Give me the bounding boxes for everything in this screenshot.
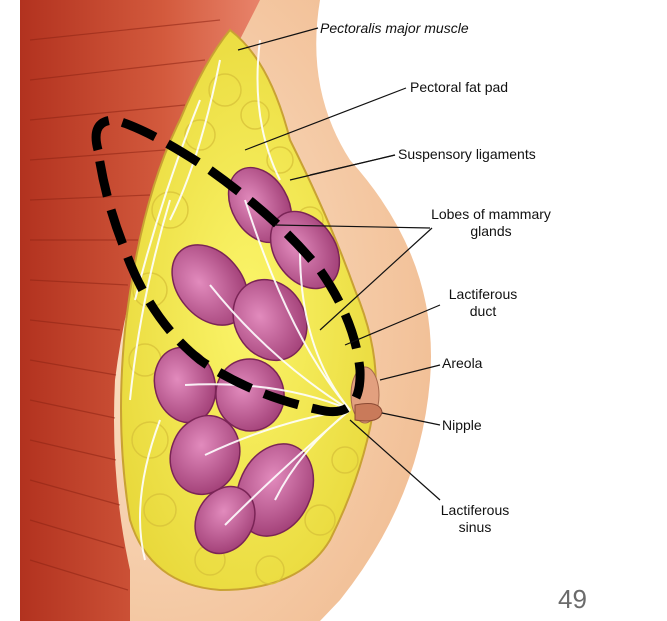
breast-anatomy-figure: Pectoralis major muscle Pectoral fat pad… — [20, 0, 667, 621]
label-pectoral-fat-pad: Pectoral fat pad — [410, 79, 508, 96]
label-areola: Areola — [442, 355, 482, 372]
label-duct-line2: duct — [438, 303, 528, 320]
anatomy-illustration — [20, 0, 667, 621]
label-suspensory-ligaments: Suspensory ligaments — [398, 146, 536, 163]
label-sinus-line2: sinus — [430, 519, 520, 536]
label-lactiferous-sinus: Lactiferous sinus — [430, 502, 520, 536]
page-number: 49 — [558, 584, 587, 615]
label-lobes-line1: Lobes of mammary — [420, 206, 562, 223]
label-nipple: Nipple — [442, 417, 482, 434]
label-lobes-of-mammary-glands: Lobes of mammary glands — [420, 206, 562, 240]
nipple — [355, 404, 382, 421]
label-duct-line1: Lactiferous — [438, 286, 528, 303]
label-lobes-line2: glands — [420, 223, 562, 240]
label-lactiferous-duct: Lactiferous duct — [438, 286, 528, 320]
label-pectoralis-major-muscle: Pectoralis major muscle — [320, 20, 469, 37]
label-sinus-line1: Lactiferous — [430, 502, 520, 519]
